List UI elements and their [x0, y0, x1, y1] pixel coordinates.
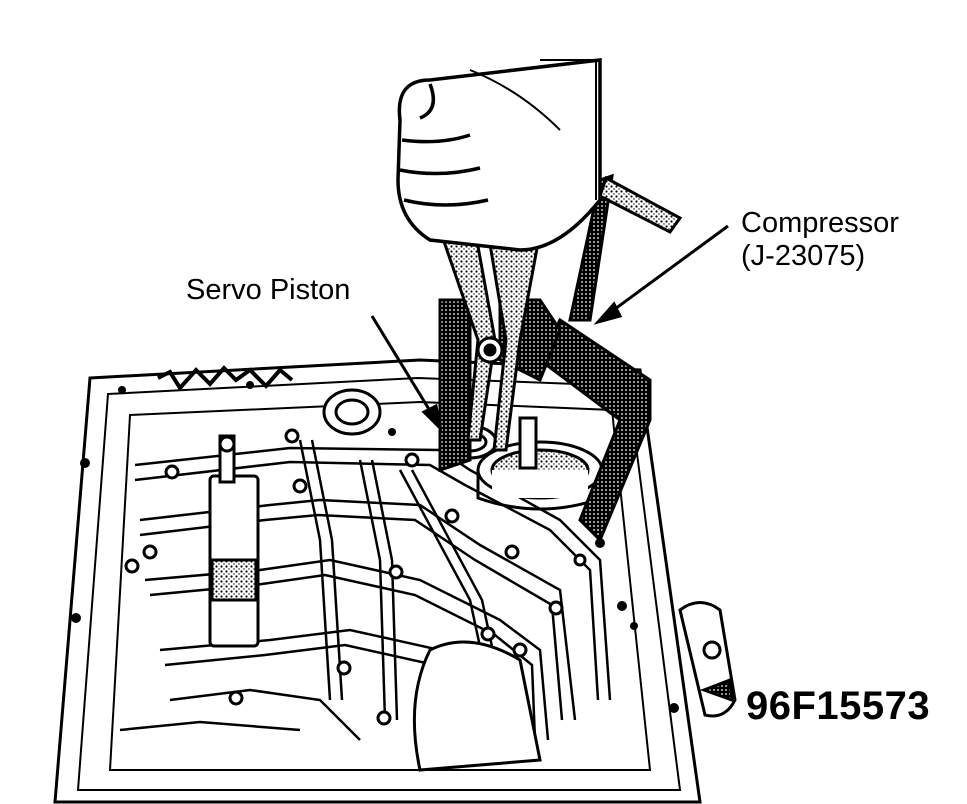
hand: [396, 58, 602, 252]
compressor-label: Compressor (J-23075): [741, 207, 899, 273]
valve-body-bolts: [124, 428, 587, 726]
transmission-case: [53, 358, 702, 804]
manual-valve: [208, 434, 260, 648]
leader-lines: [370, 224, 729, 433]
figure-number: 96F15573: [746, 684, 931, 728]
compressor-label-tool-number: (J-23075): [741, 240, 866, 272]
center-opening: [412, 640, 542, 772]
servo-piston-label: Servo Piston: [186, 274, 351, 306]
compressor-label-name: Compressor: [741, 207, 899, 239]
case-boss: [322, 388, 382, 436]
case-bolt-holes: [71, 381, 679, 713]
case-bracket-right: [678, 601, 737, 718]
detent-spring: [157, 365, 294, 392]
